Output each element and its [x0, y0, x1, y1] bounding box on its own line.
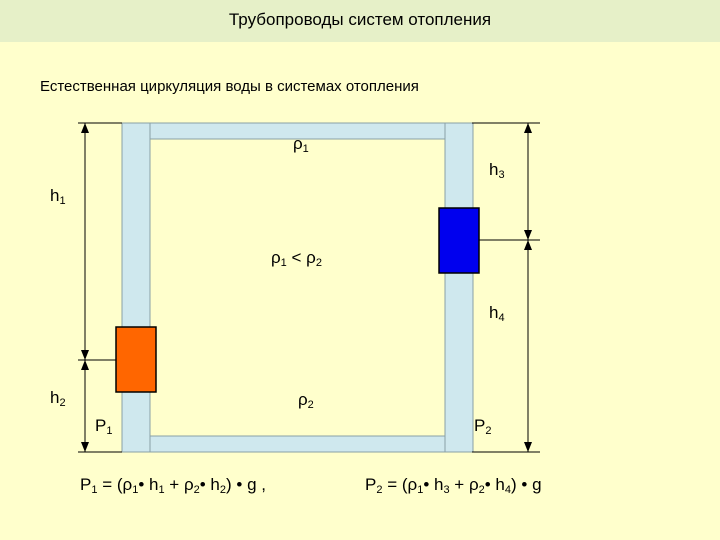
pipe-bottom	[121, 435, 473, 453]
title-bar	[0, 0, 720, 42]
label-p1: P1	[95, 416, 113, 437]
h1-arrow-top	[81, 123, 89, 133]
h2-arrow-bottom	[81, 442, 89, 452]
pipe-left	[121, 122, 151, 453]
radiator-block	[438, 207, 480, 274]
h3-arrow-top	[524, 123, 532, 133]
h2-arrow-top	[81, 360, 89, 370]
pipe-right	[444, 122, 474, 453]
label-compare: ρ1 < ρ2	[271, 248, 322, 269]
label-h3: h3	[489, 160, 505, 181]
slide-title: Трубопроводы систем отопления	[228, 10, 492, 29]
h4-arrow-bottom	[524, 442, 532, 452]
label-p2: P2	[474, 416, 492, 437]
label-rho1: ρ1	[293, 134, 309, 155]
h4-arrow-top	[524, 240, 532, 250]
h1-arrow-bottom	[81, 350, 89, 360]
label-h2: h2	[50, 388, 66, 409]
slide-subtitle: Естественная циркуляция воды в системах …	[40, 78, 419, 95]
label-h4: h4	[489, 303, 505, 324]
loop-interior	[149, 138, 446, 437]
formula-p2: P2 = (ρ1• h3 + ρ2• h4) • g	[365, 475, 542, 496]
formula-p1: P1 = (ρ1• h1 + ρ2• h2) • g ,	[80, 475, 266, 496]
h3-arrow-bottom	[524, 230, 532, 240]
label-h1: h1	[50, 186, 66, 207]
label-rho2: ρ2	[298, 390, 314, 411]
heater-block	[115, 326, 157, 393]
